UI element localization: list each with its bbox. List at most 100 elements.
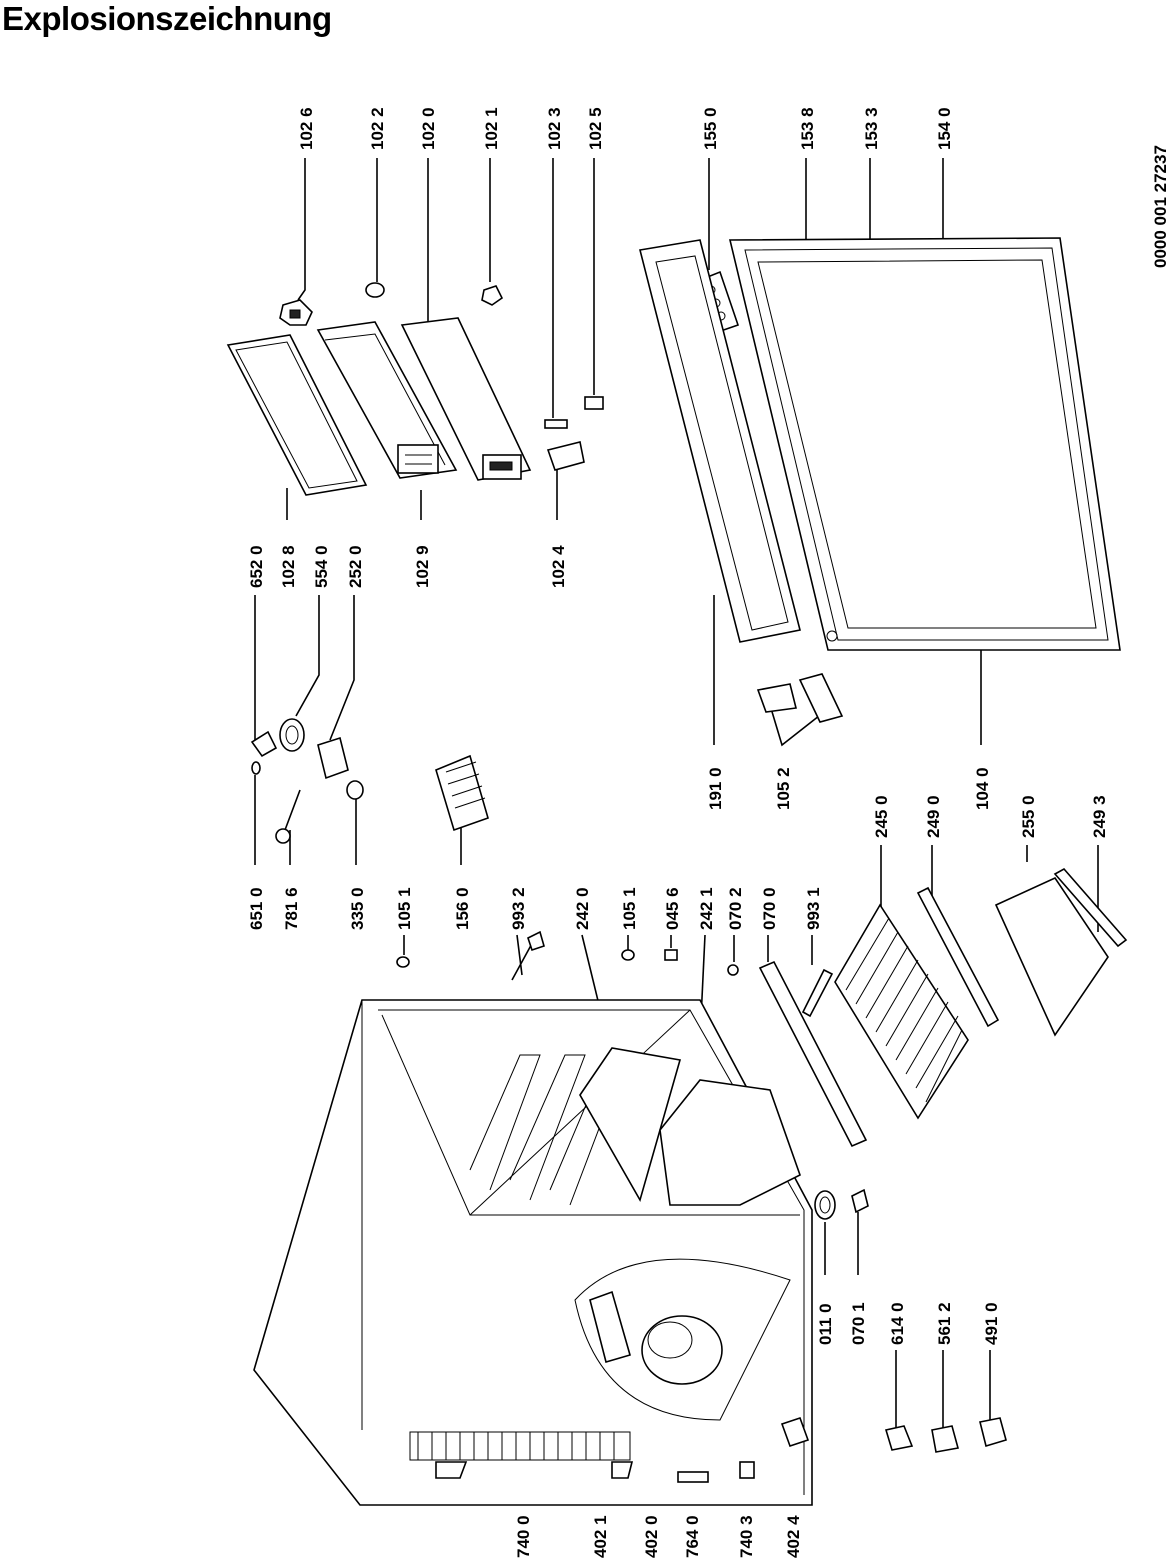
- label-102-1: 102 1: [482, 107, 501, 282]
- label-070-2: 070 2: [726, 887, 745, 962]
- door-1040: [728, 237, 1121, 651]
- hinge-part-1026: [279, 299, 313, 326]
- svg-text:105 1: 105 1: [395, 887, 414, 930]
- pad-part-1025: [584, 396, 604, 410]
- label-011-0: 011 0: [816, 1222, 835, 1345]
- svg-text:402 0: 402 0: [642, 1515, 661, 1558]
- svg-text:249 0: 249 0: [924, 795, 943, 838]
- label-070-0: 070 0: [760, 887, 779, 962]
- svg-text:070 1: 070 1: [849, 1302, 868, 1345]
- svg-text:104 0: 104 0: [973, 767, 992, 810]
- svg-text:191 0: 191 0: [706, 767, 725, 810]
- svg-text:102 2: 102 2: [368, 107, 387, 150]
- label-102-5: 102 5: [586, 107, 605, 395]
- part-9931: [801, 968, 834, 1018]
- door-gasket-1910: [639, 239, 801, 643]
- label-249-0: 249 0: [924, 795, 943, 898]
- thermostat-5540: [279, 718, 305, 752]
- label-104-0: 104 0: [973, 648, 992, 810]
- label-255-0: 255 0: [1019, 795, 1038, 862]
- part-4910: [979, 1417, 1007, 1448]
- strip-part-1023: [544, 419, 568, 429]
- label-614-0: 614 0: [888, 1302, 907, 1430]
- label-102-8: 102 8: [279, 488, 298, 588]
- svg-text:993 2: 993 2: [509, 887, 528, 930]
- svg-text:102 5: 102 5: [586, 107, 605, 150]
- svg-text:102 3: 102 3: [545, 107, 564, 150]
- label-335-0: 335 0: [348, 795, 367, 930]
- rail-0700: [758, 960, 868, 1148]
- label-191-0: 191 0: [706, 595, 725, 810]
- small-part-6520: [250, 730, 278, 758]
- label-252-0: 252 0: [329, 545, 365, 741]
- label-102-0: 102 0: [419, 107, 438, 322]
- svg-text:554 0: 554 0: [312, 545, 331, 588]
- svg-text:335 0: 335 0: [348, 887, 367, 930]
- svg-text:153 3: 153 3: [862, 107, 881, 150]
- wire-shelf-2450: [834, 903, 969, 1120]
- flap-part-1024: [546, 441, 585, 471]
- svg-text:561 2: 561 2: [935, 1302, 954, 1345]
- svg-text:105 2: 105 2: [774, 767, 793, 810]
- svg-text:045 6: 045 6: [663, 887, 682, 930]
- part-0110: [814, 1190, 836, 1220]
- svg-text:102 6: 102 6: [297, 107, 316, 150]
- sensor-6510: [251, 761, 261, 775]
- cabinet-body: [253, 999, 813, 1506]
- label-070-1: 070 1: [849, 1212, 868, 1345]
- label-781-6: 781 6: [282, 830, 301, 930]
- knob-3350: [346, 780, 364, 800]
- svg-text:102 1: 102 1: [482, 107, 501, 150]
- svg-text:153 8: 153 8: [798, 107, 817, 150]
- cover-part-1020: [400, 317, 532, 481]
- glass-shelf-2550: [994, 876, 1109, 1037]
- svg-text:740 3: 740 3: [737, 1515, 756, 1558]
- label-155-0: 155 0: [701, 107, 720, 270]
- label-105-1-a: 105 1: [395, 887, 414, 955]
- svg-text:252 0: 252 0: [346, 545, 365, 588]
- svg-text:651 0: 651 0: [247, 887, 266, 930]
- label-652-0: 652 0: [247, 545, 266, 742]
- svg-text:249 3: 249 3: [1090, 795, 1109, 838]
- svg-text:102 8: 102 8: [279, 545, 298, 588]
- svg-text:245 0: 245 0: [872, 795, 891, 838]
- label-245-0: 245 0: [872, 795, 891, 910]
- part-0456: [664, 949, 678, 961]
- svg-text:781 6: 781 6: [282, 887, 301, 930]
- svg-text:102 4: 102 4: [549, 545, 568, 588]
- page-title: Explosionszeichnung: [2, 0, 332, 37]
- label-102-9: 102 9: [413, 490, 432, 588]
- label-102-2: 102 2: [368, 107, 387, 282]
- label-102-3: 102 3: [545, 107, 564, 418]
- part-6140: [884, 1425, 914, 1451]
- part-0701: [851, 1188, 869, 1214]
- svg-text:102 9: 102 9: [413, 545, 432, 588]
- label-045-6: 045 6: [663, 887, 682, 948]
- strip-2490: [916, 886, 1000, 1028]
- svg-text:154 0: 154 0: [935, 107, 954, 150]
- label-993-1: 993 1: [804, 887, 823, 965]
- svg-text:242 1: 242 1: [697, 887, 716, 930]
- part-0702: [727, 964, 739, 976]
- label-153-8: 153 8: [798, 107, 817, 258]
- part-7640: [677, 1471, 709, 1483]
- svg-text:402 4: 402 4: [784, 1515, 803, 1558]
- svg-text:402 1: 402 1: [591, 1515, 610, 1558]
- svg-text:652 0: 652 0: [247, 545, 266, 588]
- part-7403: [739, 1461, 755, 1479]
- svg-text:102 0: 102 0: [419, 107, 438, 150]
- clip-part-1021: [481, 285, 504, 306]
- label-102-6: 102 6: [297, 107, 316, 301]
- label-491-0: 491 0: [982, 1302, 1001, 1420]
- svg-text:070 2: 070 2: [726, 887, 745, 930]
- document-number: 0000 001 27237: [1151, 145, 1170, 268]
- label-156-0: 156 0: [453, 825, 472, 930]
- svg-text:764 0: 764 0: [683, 1515, 702, 1558]
- label-105-2: 105 2: [769, 704, 825, 810]
- hinges-1052: [756, 673, 844, 723]
- part-1051-b: [621, 949, 635, 961]
- svg-text:740 0: 740 0: [514, 1515, 533, 1558]
- part-1051-a: [396, 956, 410, 968]
- svg-text:614 0: 614 0: [888, 1302, 907, 1345]
- strip-2493: [1053, 867, 1128, 948]
